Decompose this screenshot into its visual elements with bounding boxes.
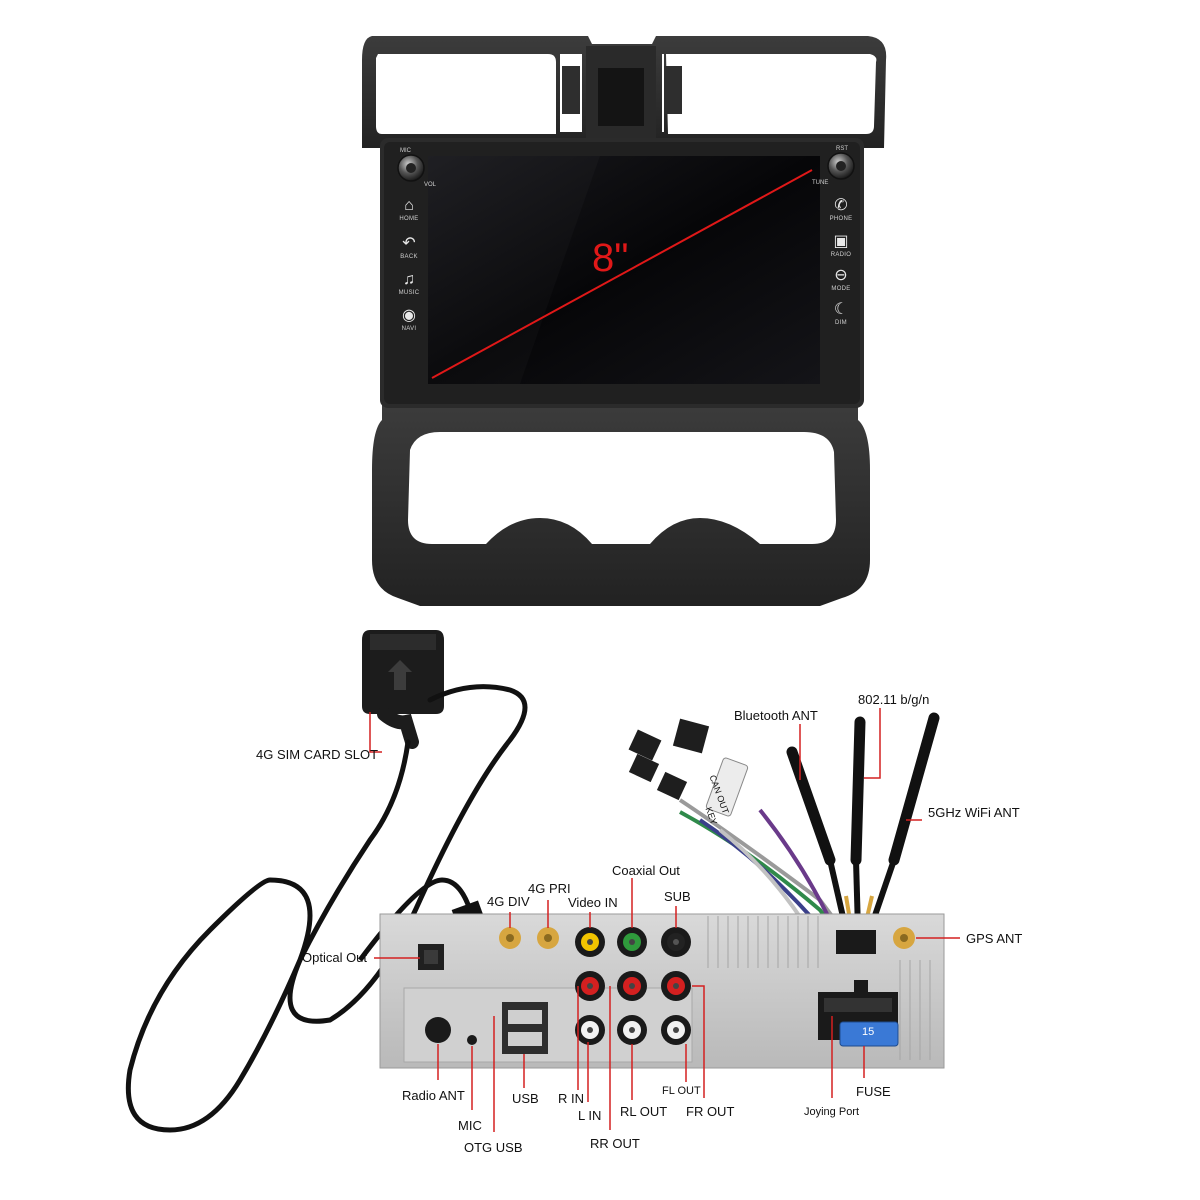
label-mic: MIC xyxy=(458,1118,482,1133)
back-key-label: BACK xyxy=(400,254,418,260)
phone-icon: ✆ xyxy=(834,197,848,214)
phone-key-label: PHONE xyxy=(829,216,853,222)
night-mode-icon: ☾ xyxy=(833,301,849,318)
dim-key-label: DIM xyxy=(835,320,847,326)
knob-label-tune: TUNE xyxy=(812,180,829,186)
label-4g-pri: 4G PRI xyxy=(528,881,571,896)
radio-icon: ▣ xyxy=(833,233,849,250)
fuse-rating: 15 xyxy=(862,1026,875,1038)
label-r-in: R IN xyxy=(558,1091,584,1106)
knob-label-rst: RST xyxy=(836,146,848,152)
label-coaxial-out: Coaxial Out xyxy=(612,863,680,878)
label-5ghz-wifi-ant: 5GHz WiFi ANT xyxy=(928,805,1020,820)
mode-key[interactable]: ⊖ MODE xyxy=(824,267,858,293)
callout-lines xyxy=(369,708,960,1132)
music-key-label: MUSIC xyxy=(398,290,420,296)
mode-key-label: MODE xyxy=(831,286,851,292)
music-key[interactable]: ♫ MUSIC xyxy=(392,271,426,297)
sim-module xyxy=(362,630,444,749)
radio-key-label: RADIO xyxy=(830,252,852,258)
head-unit xyxy=(380,138,864,408)
home-icon: ⌂ xyxy=(404,197,414,214)
back-key[interactable]: ↶ BACK xyxy=(392,235,426,261)
label-fr-out: FR OUT xyxy=(686,1104,735,1119)
label-otg-usb: OTG USB xyxy=(464,1140,523,1155)
dim-key[interactable]: ☾ DIM xyxy=(824,301,858,327)
label-sub: SUB xyxy=(664,889,691,904)
navigation-icon: ◉ xyxy=(402,307,416,324)
home-key-label: HOME xyxy=(399,216,419,222)
label-radio-ant: Radio ANT xyxy=(402,1088,465,1103)
label-fuse: FUSE xyxy=(856,1084,891,1099)
back-icon: ↶ xyxy=(402,235,416,252)
label-wifi-80211: 802.11 b/g/n xyxy=(858,692,930,707)
label-rl-out: RL OUT xyxy=(620,1104,668,1119)
label-optical-out: Optical Out xyxy=(302,950,368,965)
label-4g-div: 4G DIV xyxy=(487,894,530,909)
label-l-in: L IN xyxy=(578,1108,602,1123)
phone-key[interactable]: ✆ PHONE xyxy=(824,197,858,223)
chassis xyxy=(379,913,945,1069)
dash-frame xyxy=(362,36,887,606)
navi-key[interactable]: ◉ NAVI xyxy=(392,307,426,333)
navi-key-label: NAVI xyxy=(401,326,417,332)
label-joying-port: Joying Port xyxy=(804,1106,860,1118)
label-rr-out: RR OUT xyxy=(590,1136,640,1151)
label-fl-out: FL OUT xyxy=(662,1085,701,1097)
music-icon: ♫ xyxy=(403,271,415,288)
radio-key[interactable]: ▣ RADIO xyxy=(824,233,858,259)
home-key[interactable]: ⌂ HOME xyxy=(392,197,426,223)
knob-label-vol: VOL xyxy=(424,182,437,188)
label-bluetooth-ant: Bluetooth ANT xyxy=(734,708,818,723)
screen-size-label: 8" xyxy=(592,236,629,280)
mode-icon: ⊖ xyxy=(834,267,848,284)
label-gps-ant: GPS ANT xyxy=(966,931,1023,946)
knob-label-mic: MIC xyxy=(400,148,411,154)
wire-harness xyxy=(628,718,852,950)
label-usb: USB xyxy=(512,1091,539,1106)
sim-cable xyxy=(125,684,528,1133)
label-video-in: Video IN xyxy=(568,895,618,910)
label-sim-card-slot: 4G SIM CARD SLOT xyxy=(256,747,379,762)
antennas xyxy=(786,712,940,931)
